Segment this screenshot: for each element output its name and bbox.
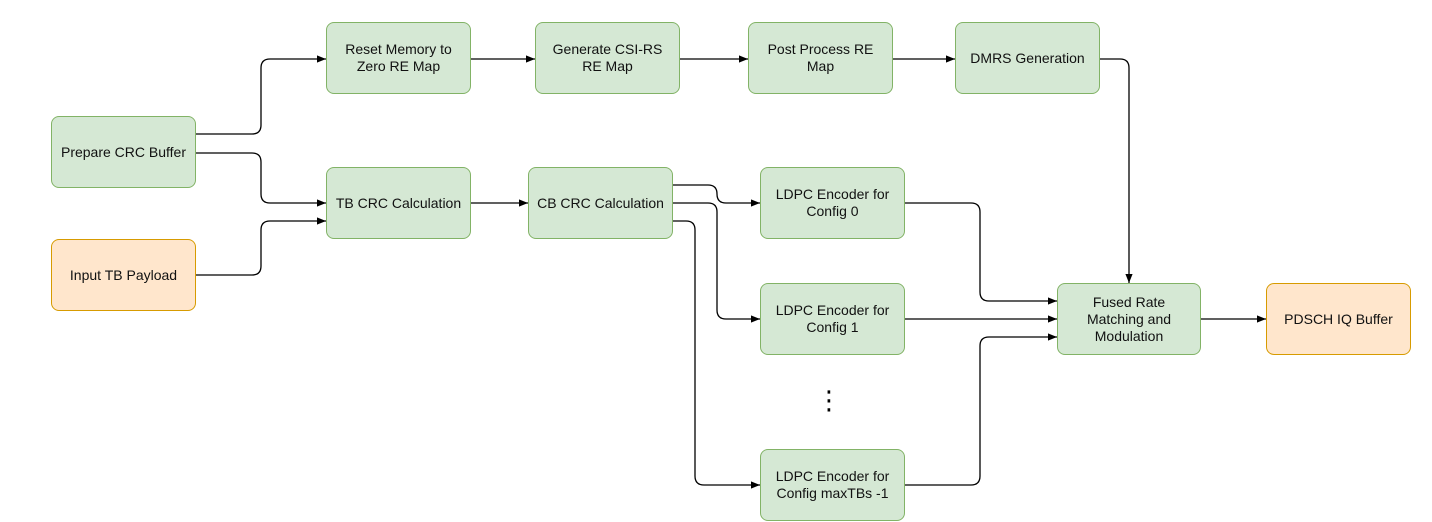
node-label: DMRS Generation	[970, 49, 1085, 66]
node-label: Post Process RE Map	[767, 41, 874, 74]
edge-cbcrc-to-ldpc1	[673, 202, 760, 323]
node-label: Generate CSI-RS RE Map	[552, 41, 663, 74]
node-tb-crc: TB CRC Calculation	[326, 167, 471, 239]
node-label: Reset Memory to Zero RE Map	[345, 41, 452, 74]
edge-cbcrc-to-ldpcmax	[673, 220, 760, 489]
node-post-process: Post Process RE Map	[748, 22, 893, 94]
node-label: Input TB Payload	[69, 266, 178, 283]
edge-ldpcmax-to-fused	[904, 333, 1057, 486]
ellipsis-vertical: ⋮	[816, 386, 842, 416]
node-label: PDSCH IQ Buffer	[1284, 310, 1393, 327]
node-label: Fused Rate Matching and Modulation	[1086, 293, 1172, 344]
node-label: Prepare CRC Buffer	[60, 143, 186, 160]
node-label: LDPC Encoder for Config 1	[775, 302, 890, 335]
node-fused-rate-matching: Fused Rate Matching and Modulation	[1057, 283, 1201, 355]
node-ldpc-config-max: LDPC Encoder for Config maxTBs -1	[760, 449, 905, 521]
node-ldpc-config-1: LDPC Encoder for Config 1	[760, 283, 905, 355]
node-prepare-crc-buffer: Prepare CRC Buffer	[51, 116, 196, 188]
edge-prepare-to-tbcrc	[196, 152, 326, 207]
node-generate-csirs: Generate CSI-RS RE Map	[535, 22, 680, 94]
node-dmrs-generation: DMRS Generation	[955, 22, 1100, 94]
edge-input-to-tbcrc	[196, 217, 326, 276]
node-ldpc-config-0: LDPC Encoder for Config 0	[760, 167, 905, 239]
node-input-tb-payload: Input TB Payload	[51, 239, 196, 311]
edge-dmrs-to-fused	[1100, 58, 1133, 283]
edge-ldpc0-to-fused	[904, 202, 1057, 305]
node-label: TB CRC Calculation	[335, 194, 462, 211]
node-label: CB CRC Calculation	[537, 194, 664, 211]
node-cb-crc: CB CRC Calculation	[528, 167, 673, 239]
node-label: LDPC Encoder for Config maxTBs -1	[775, 468, 890, 501]
edge-cbcrc-to-ldpc0	[673, 184, 760, 207]
node-label: LDPC Encoder for Config 0	[775, 186, 890, 219]
node-pdsch-iq-buffer: PDSCH IQ Buffer	[1266, 283, 1411, 355]
node-reset-memory: Reset Memory to Zero RE Map	[326, 22, 471, 94]
edge-prepare-to-reset	[196, 55, 326, 135]
